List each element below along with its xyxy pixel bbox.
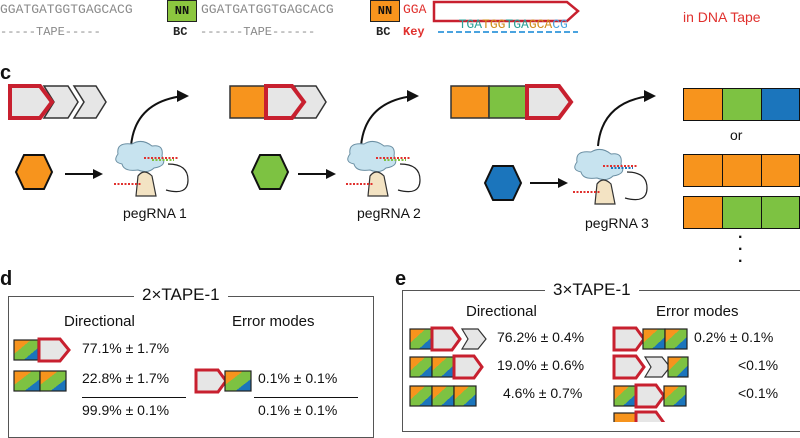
- d-err-total: 0.1% ± 0.1%: [258, 402, 338, 418]
- d-dir-value-2: 22.8% ± 1.7%: [82, 370, 170, 386]
- orange-hexagon-icon: [14, 154, 54, 190]
- gga-sequence: GGA: [403, 2, 427, 17]
- key-pentagon: [432, 0, 580, 23]
- pegrna-3-label: pegRNA 3: [585, 215, 649, 231]
- or-label: or: [730, 127, 743, 143]
- e-dir-value-3: 4.6% ± 0.7%: [503, 385, 583, 401]
- final-tape-c: [683, 196, 800, 229]
- e-dir-glyph-3: [409, 385, 477, 407]
- key-sequence: TGATGGTGAGCACG: [443, 2, 568, 32]
- arrow-right-icon: [65, 169, 103, 179]
- d-dir-divider: [82, 397, 186, 398]
- green-hexagon-icon: [250, 154, 290, 190]
- final-tape-a: [683, 88, 800, 121]
- key-dash-line: [438, 31, 578, 33]
- arrow-right-icon: [530, 178, 568, 188]
- prime-editor-icon: [346, 140, 421, 197]
- panel-c-label: c: [0, 62, 12, 84]
- prime-editor-icon: [573, 148, 648, 205]
- curved-arrow-3: [597, 90, 656, 147]
- blue-hexagon-icon: [483, 165, 523, 201]
- key-codon-3: TGA: [505, 17, 529, 32]
- d-err-glyph-1: [194, 368, 252, 394]
- final-tape-b: [683, 154, 800, 187]
- d-err-divider: [254, 397, 358, 398]
- arrow-right-icon: [298, 169, 336, 179]
- bc-label-2: BC: [376, 25, 391, 39]
- d-dir-glyph-2: [13, 370, 67, 392]
- bc-label-1: BC: [173, 25, 188, 39]
- key-codon-1: TGA: [458, 17, 483, 32]
- e-dir-glyph-2: [409, 354, 484, 380]
- panel-e-col-directional: Directional: [466, 303, 537, 320]
- pegrna-1-label: pegRNA 1: [123, 205, 187, 221]
- panel-d-label: d: [0, 268, 13, 290]
- tape-state-2: [229, 84, 327, 120]
- e-err-glyph-3: [613, 383, 687, 409]
- barcode-nn-2: NN: [370, 0, 400, 22]
- d-dir-value-1: 77.1% ± 1.7%: [82, 340, 170, 356]
- ellipsis-dot: ·: [738, 253, 744, 270]
- e-err-glyph-1: [612, 326, 688, 352]
- e-dir-value-2: 19.0% ± 0.6%: [497, 357, 585, 373]
- d-dir-glyph-1: [13, 337, 71, 363]
- tape-state-3: [450, 84, 574, 120]
- panel-d-title: 2×TAPE-1: [134, 285, 228, 305]
- panel-e-col-error-modes: Error modes: [656, 303, 739, 320]
- pegrna-2-label: pegRNA 2: [357, 205, 421, 221]
- key-codon-2: TGG: [482, 17, 506, 32]
- curved-arrow-1: [130, 90, 189, 147]
- ellipsis-dot: ·: [738, 229, 744, 246]
- key-codon-5: CG: [552, 17, 568, 32]
- panel-e-title: 3×TAPE-1: [545, 280, 639, 300]
- tape-sequence-1: GGATGATGGTGAGCACG: [0, 2, 133, 17]
- key-codon-4: GCA: [528, 17, 553, 32]
- tape-sequence-2: GGATGATGGTGAGCACG: [201, 2, 334, 17]
- panel-e-label: e: [395, 268, 407, 290]
- e-err-value-2: <0.1%: [738, 357, 779, 373]
- panel-d-col-directional: Directional: [64, 313, 135, 330]
- curved-arrow-2: [360, 90, 419, 147]
- tape-state-1: [8, 84, 107, 120]
- d-err-value-1: 0.1% ± 0.1%: [258, 370, 338, 386]
- dna-tape-label: in DNA Tape: [683, 9, 761, 25]
- tape-dash-label-2: ------TAPE------: [200, 25, 316, 39]
- d-dir-total: 99.9% ± 0.1%: [82, 402, 170, 418]
- barcode-nn-1: NN: [167, 0, 197, 22]
- panel-d-col-error-modes: Error modes: [232, 313, 315, 330]
- e-dir-value-1: 76.2% ± 0.4%: [497, 329, 585, 345]
- e-dir-glyph-1: [409, 326, 487, 352]
- tape-dash-label-1: -----TAPE-----: [0, 25, 101, 39]
- e-err-value-1: 0.2% ± 0.1%: [694, 329, 774, 345]
- e-err-glyph-4-partial: [613, 410, 666, 422]
- prime-editor-icon: [114, 140, 189, 197]
- key-label: Key: [403, 25, 425, 39]
- ellipsis-dot: ·: [738, 241, 744, 258]
- e-err-value-3: <0.1%: [738, 385, 779, 401]
- vertical-ellipsis: · · ·: [738, 229, 744, 270]
- e-err-glyph-2: [612, 354, 689, 380]
